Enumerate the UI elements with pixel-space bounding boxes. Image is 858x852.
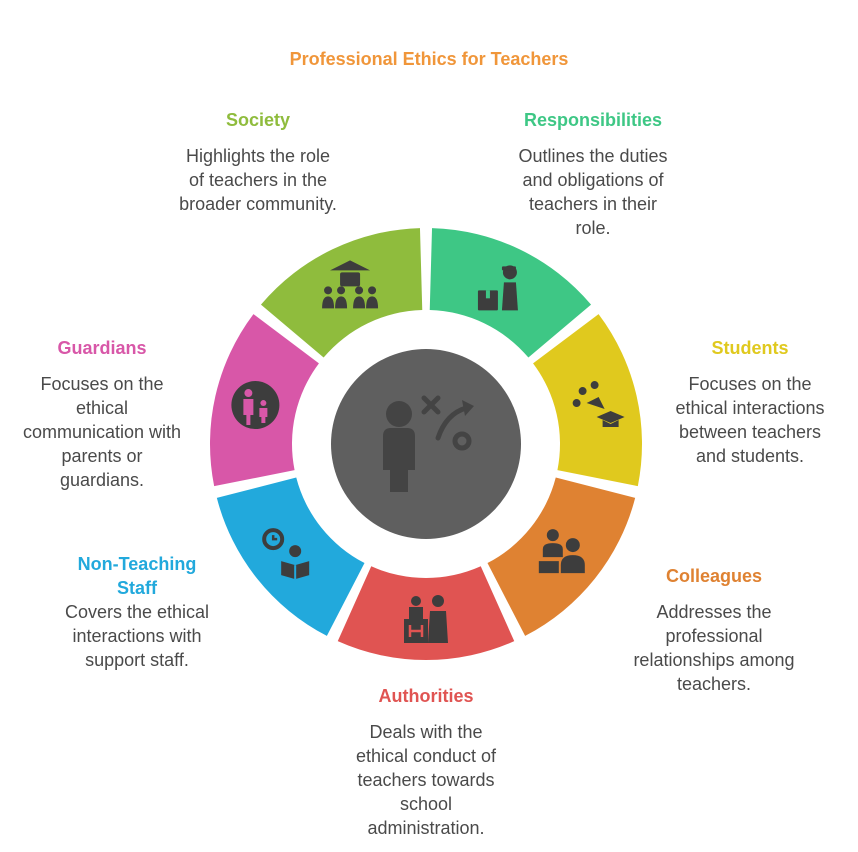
hub-circle (331, 349, 521, 539)
diagram-title: Professional Ethics for Teachers (289, 49, 569, 69)
desc-colleagues: Addresses the professional relationships… (633, 602, 795, 694)
colleagues-icon (538, 529, 585, 574)
heading-students: Students (711, 338, 789, 358)
label-colleagues: Colleagues Addresses the professional re… (632, 564, 796, 696)
heading-colleagues: Colleagues (665, 566, 763, 586)
heading-guardians: Guardians (57, 338, 147, 358)
responsibilities-icon (477, 265, 518, 311)
label-non-teaching-staff: Non-Teaching Staff Covers the ethical in… (55, 552, 219, 672)
heading-authorities: Authorities (378, 686, 474, 706)
segment-students (533, 314, 642, 487)
desc-students: Focuses on the ethical interactions betw… (675, 374, 825, 466)
heading-non-teaching-staff: Non-Teaching Staff (77, 554, 197, 598)
label-guardians: Guardians Focuses on the ethical communi… (22, 336, 182, 492)
label-society: Society Highlights the role of teachers … (178, 108, 338, 216)
society-icon (322, 260, 379, 309)
desc-non-teaching-staff: Covers the ethical interactions with sup… (64, 602, 210, 670)
label-authorities: Authorities Deals with the ethical condu… (343, 684, 509, 840)
desc-society: Highlights the role of teachers in the b… (179, 146, 337, 214)
desc-authorities: Deals with the ethical conduct of teache… (355, 722, 497, 838)
teacher-strategy-icon (383, 395, 474, 492)
students-icon (572, 381, 625, 428)
heading-society: Society (225, 110, 291, 130)
desc-responsibilities: Outlines the duties and obligations of t… (518, 146, 668, 238)
authorities-icon (404, 595, 448, 643)
non-teaching-staff-icon (262, 528, 310, 580)
label-students: Students Focuses on the ethical interact… (668, 336, 832, 468)
desc-guardians: Focuses on the ethical communication wit… (22, 374, 182, 490)
segment-non-teaching-staff (216, 477, 365, 636)
heading-responsibilities: Responsibilities (523, 110, 663, 130)
label-responsibilities: Responsibilities Outlines the duties and… (515, 108, 671, 240)
guardians-icon (231, 381, 280, 430)
segment-authorities (337, 566, 515, 660)
